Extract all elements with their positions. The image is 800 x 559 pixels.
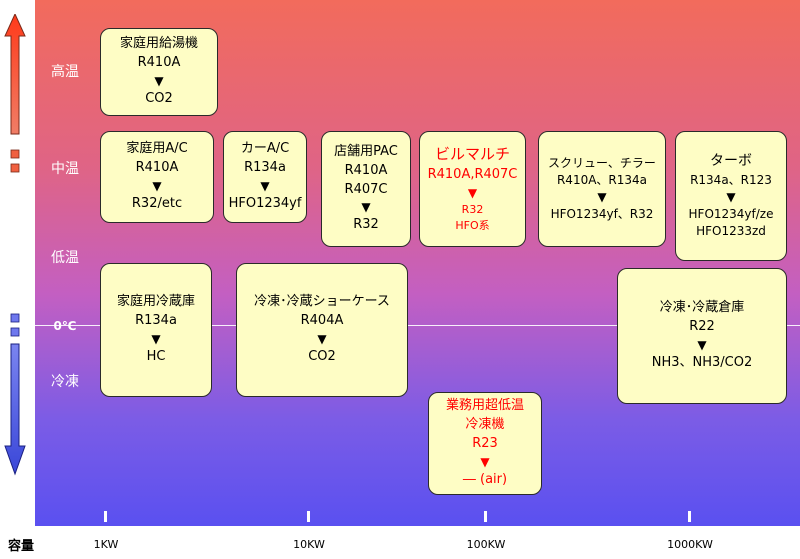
box-title: スクリュー、チラー (548, 155, 656, 170)
x-tick-mark (484, 511, 487, 522)
box-title: ビルマルチ (434, 145, 510, 164)
x-tick-label: 1KW (93, 538, 119, 551)
box-to: CO2 (145, 90, 173, 106)
x-tick-mark (104, 511, 107, 522)
box-to: NH3、NH3/CO2 (651, 354, 753, 370)
box-home-fridge: 家庭用冷蔵庫 R134a ▼ HC (100, 263, 212, 397)
box-title: 家庭用A/C (126, 141, 188, 157)
box-ultra-low: 業務用超低温 冷凍機 R23 ▼ ― (air) (428, 392, 542, 495)
box-from: R134a (244, 160, 286, 176)
down-arrow-icon: ▼ (151, 332, 161, 347)
down-arrow-icon: ▼ (467, 185, 478, 200)
x-tick-label: 1000KW (667, 538, 713, 551)
box-from: R410A (344, 162, 388, 178)
box-from: R410A (135, 160, 179, 176)
x-tick-label: 10KW (293, 538, 325, 551)
box-title: 冷凍･冷蔵倉庫 (659, 300, 745, 316)
x-axis-title: 容量 (8, 539, 35, 554)
box-to: R32 (461, 202, 484, 216)
box-showcase: 冷凍･冷蔵ショーケース R404A ▼ CO2 (236, 263, 408, 397)
x-tick-label: 100KW (466, 538, 506, 551)
zero-degree-line (35, 325, 800, 326)
box-title: 冷凍･冷蔵ショーケース (254, 294, 390, 310)
box-title: ターボ (710, 153, 752, 170)
down-arrow-icon: ▼ (597, 190, 607, 205)
level-label-freeze: 冷凍 (51, 374, 79, 390)
box-from: R23 (472, 436, 498, 452)
box-home-water-heater: 家庭用給湯機 R410A ▼ CO2 (100, 28, 218, 116)
level-label-mid: 中温 (51, 161, 79, 177)
box-to: CO2 (308, 348, 336, 364)
box-screw-chiller: スクリュー、チラー R410A、R134a ▼ HFO1234yf、R32 (538, 131, 666, 247)
level-label-high: 高温 (51, 64, 79, 80)
down-arrow-icon: ▼ (480, 454, 490, 469)
box-to: HFO1234yf/ze (688, 206, 774, 221)
box-from: R404A (300, 313, 344, 329)
box-from: R407C (344, 181, 388, 197)
down-arrow-icon: ▼ (361, 200, 371, 215)
box-from: R134a (135, 313, 177, 329)
down-arrow-icon: ▼ (260, 179, 270, 194)
x-tick-mark (307, 511, 310, 522)
box-from: R410A,R407C (427, 167, 518, 183)
down-arrow-icon: ▼ (317, 332, 327, 347)
box-to: HFO系 (455, 218, 490, 232)
down-arrow-icon: ▼ (726, 190, 736, 205)
box-to: HFO1234yf、R32 (550, 207, 654, 222)
box-title: 家庭用冷蔵庫 (116, 294, 195, 310)
box-title: カーA/C (240, 141, 290, 157)
box-from: R410A、R134a (556, 172, 648, 187)
temperature-arrow-icon (4, 14, 26, 476)
box-title: 業務用超低温 (445, 398, 524, 414)
box-to: HFO1234yf (228, 195, 302, 211)
level-label-low: 低温 (51, 250, 79, 266)
box-to: HC (146, 348, 166, 364)
box-cold-storage: 冷凍･冷蔵倉庫 R22 ▼ NH3、NH3/CO2 (617, 268, 787, 404)
box-building-multi: ビルマルチ R410A,R407C ▼ R32 HFO系 (419, 131, 526, 247)
box-from: R410A (137, 55, 181, 71)
box-from: R134a、R123 (690, 172, 772, 187)
box-car-ac: カーA/C R134a ▼ HFO1234yf (223, 131, 307, 223)
down-arrow-icon: ▼ (697, 338, 707, 353)
level-label-zero: 0℃ (53, 319, 77, 333)
x-tick-mark (688, 511, 691, 522)
box-from: R22 (689, 319, 715, 335)
box-to: R32/etc (131, 195, 183, 211)
down-arrow-icon: ▼ (152, 179, 162, 194)
down-arrow-icon: ▼ (154, 74, 164, 89)
box-to: ― (air) (462, 471, 508, 487)
box-turbo: ターボ R134a、R123 ▼ HFO1234yf/ze HFO1233zd (675, 131, 787, 261)
box-home-ac: 家庭用A/C R410A ▼ R32/etc (100, 131, 214, 223)
box-to: HFO1233zd (696, 224, 766, 239)
box-title: 店舗用PAC (334, 143, 398, 159)
box-to: R32 (353, 217, 379, 233)
box-title: 家庭用給湯機 (119, 36, 198, 52)
box-title: 冷凍機 (465, 417, 505, 433)
box-store-pac: 店舗用PAC R410A R407C ▼ R32 (321, 131, 411, 247)
